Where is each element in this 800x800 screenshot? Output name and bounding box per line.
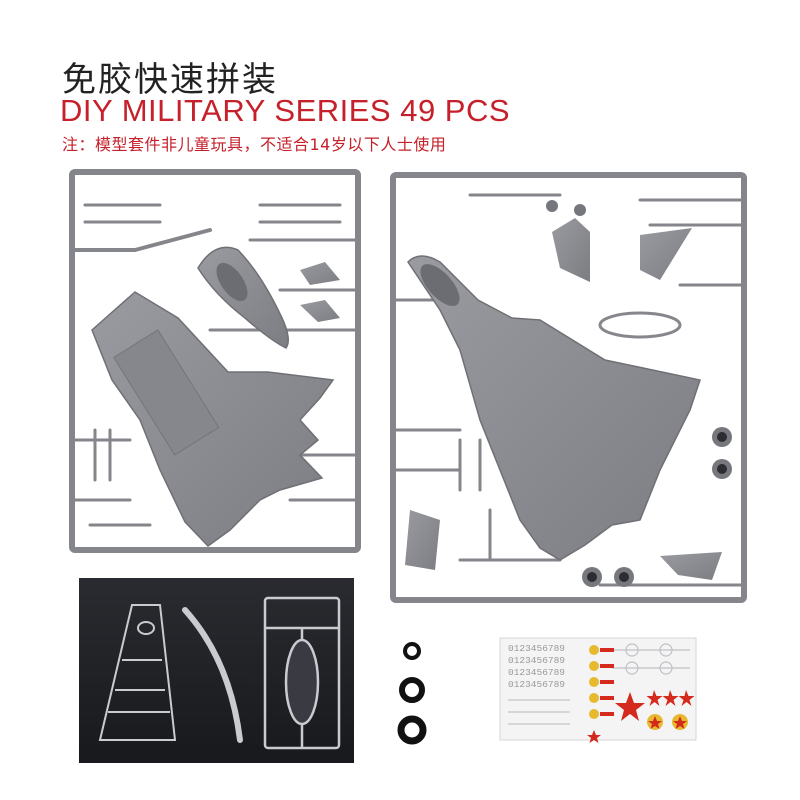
decal-digits-row: 0123456789 xyxy=(508,643,565,654)
red-star-decal xyxy=(678,690,695,706)
top-fuselage-part xyxy=(407,255,701,561)
tail-fin-part xyxy=(660,552,722,580)
decal-digits-row: 0123456789 xyxy=(508,667,565,678)
red-star-decal xyxy=(662,690,679,706)
decal-sheet: 0123456789 0123456789 0123456789 0123456… xyxy=(499,637,697,743)
clear-stand-part xyxy=(98,604,177,741)
red-star-decal xyxy=(646,690,663,706)
product-title-chinese: 免胶快速拼装 xyxy=(62,60,278,100)
clear-arm-part xyxy=(182,607,243,743)
vertical-fin-part xyxy=(640,228,692,280)
fin-part xyxy=(300,262,340,285)
red-star-decal xyxy=(615,692,645,721)
fin-part xyxy=(300,300,340,322)
decal-digits-row: 0123456789 xyxy=(508,655,565,666)
canopy-outline-part xyxy=(598,311,682,339)
age-warning-note: 注：模型套件非儿童玩具，不适合14岁以下人士使用 xyxy=(62,135,447,154)
sprue-wheels xyxy=(546,200,732,587)
tail-fin-part xyxy=(405,510,440,570)
rubber-tires xyxy=(397,642,427,745)
product-title-english: DIY MILITARY SERIES 49 PCS xyxy=(60,93,511,128)
vertical-fin-part xyxy=(552,218,590,282)
clear-canopy-sprue xyxy=(263,596,341,750)
decal-digits-row: 0123456789 xyxy=(508,679,565,690)
